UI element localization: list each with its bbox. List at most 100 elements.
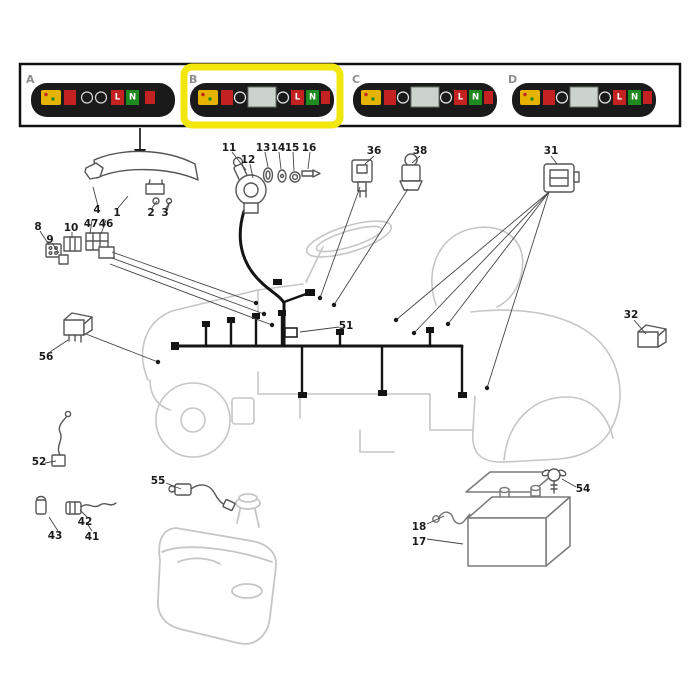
harness-connector <box>273 279 282 285</box>
indicator-dot <box>530 97 534 101</box>
battery-case <box>467 517 547 567</box>
tank-logo <box>231 583 263 599</box>
callout-41: 41 <box>85 531 100 543</box>
tractor-outline <box>141 220 621 463</box>
indicator-dot <box>201 92 205 97</box>
pedal <box>231 397 255 425</box>
battery <box>465 471 571 567</box>
warning-lamp-red <box>643 91 652 104</box>
harness-connector <box>305 289 315 296</box>
indicator-dot <box>208 97 212 101</box>
lamp-L-label: L <box>115 93 121 103</box>
switch-38 <box>399 153 423 191</box>
washer-13 <box>262 167 274 183</box>
lcd-display <box>569 86 599 108</box>
connector-cluster <box>45 232 115 265</box>
warning-lamp-red <box>321 91 330 104</box>
lamp-N-box <box>628 90 641 105</box>
callout-11: 11 <box>222 142 237 154</box>
callout-9: 9 <box>46 234 53 246</box>
lamp-L-box <box>454 90 467 105</box>
lead-41 <box>80 502 117 508</box>
rear-fender <box>470 309 621 463</box>
clip-4 <box>84 162 104 180</box>
warning-lamp-cluster-yellow <box>198 90 218 105</box>
callout-55: 55 <box>151 475 166 487</box>
lamp-N-box <box>306 90 319 105</box>
steering-wheel <box>305 220 393 258</box>
indicator-dot <box>44 92 48 97</box>
panel-variant-c: C L N <box>352 73 497 117</box>
front-wheel <box>155 382 231 458</box>
ignition-switch <box>235 174 267 214</box>
callout-32: 32 <box>624 309 639 321</box>
washer-14 <box>277 169 287 183</box>
callout-18: 18 <box>412 521 427 533</box>
indicator-dot <box>371 97 375 101</box>
gauge-icon <box>94 91 108 104</box>
nut-15 <box>289 171 301 183</box>
fuel-tank <box>157 493 277 645</box>
callout-47: 47 <box>84 218 99 230</box>
indicator-dot <box>364 92 368 97</box>
connection-dots <box>155 295 490 391</box>
warning-lamp-red <box>484 91 493 104</box>
lamp-L-label: L <box>295 93 301 103</box>
panel-label-a: A <box>26 73 35 86</box>
gauge-icon <box>555 91 569 104</box>
lamp-N-label: N <box>129 93 136 103</box>
ignition-cable <box>238 209 286 348</box>
warning-lamp-red <box>64 90 76 105</box>
rear-wheel-arch <box>503 396 614 461</box>
callout-8: 8 <box>34 221 41 233</box>
lamp-N-box <box>469 90 482 105</box>
gauge-icon <box>276 91 290 104</box>
callout-36: 36 <box>367 145 382 157</box>
indicator-dot <box>523 92 527 97</box>
callout-15: 15 <box>285 142 300 154</box>
lamp-L-box <box>111 90 124 105</box>
panel-variant-d: D L N <box>508 73 656 117</box>
gauge-icon <box>80 91 94 104</box>
panel-label-b: B <box>189 73 197 86</box>
callout-2: 2 <box>147 207 154 219</box>
callout-10: 10 <box>64 222 79 234</box>
connector-10 <box>63 236 82 252</box>
screw-16 <box>301 169 321 178</box>
lcd-display <box>247 86 277 108</box>
callout-12: 12 <box>241 154 256 166</box>
lamp-L-box <box>291 90 304 105</box>
switch-36 <box>351 159 373 198</box>
panel-variant-b: B L N <box>180 63 344 129</box>
wing-bolt-54 <box>541 468 567 494</box>
gauge-icon <box>233 91 247 104</box>
callout-17: 17 <box>412 536 427 548</box>
callout-38: 38 <box>413 145 428 157</box>
panel-variant-a: A L N <box>26 73 175 117</box>
lamp-L-label: L <box>617 93 623 103</box>
panel-variant-strip: A L N B L <box>18 62 682 129</box>
indicator-dot <box>51 97 55 101</box>
warning-lamp-red <box>543 90 555 105</box>
battery-wire <box>432 511 471 525</box>
gauge-icon <box>396 91 410 104</box>
panel-label-d: D <box>508 73 517 86</box>
rocker-switch-31 <box>543 163 580 193</box>
front-wheel-hub <box>180 407 206 433</box>
warning-lamp-red <box>221 90 233 105</box>
callout-3: 3 <box>161 207 168 219</box>
leader-lines <box>39 151 647 545</box>
socket-42 <box>65 501 82 515</box>
callout-1: 1 <box>113 207 120 219</box>
connector-46 <box>98 246 115 259</box>
callout-4: 4 <box>93 204 100 216</box>
warning-lamp-cluster-yellow <box>520 90 540 105</box>
lamp-N-label: N <box>309 93 316 103</box>
cable-clip <box>284 327 298 338</box>
callout-31: 31 <box>544 145 559 157</box>
callout-42: 42 <box>78 516 93 528</box>
sensor-55 <box>168 483 236 512</box>
